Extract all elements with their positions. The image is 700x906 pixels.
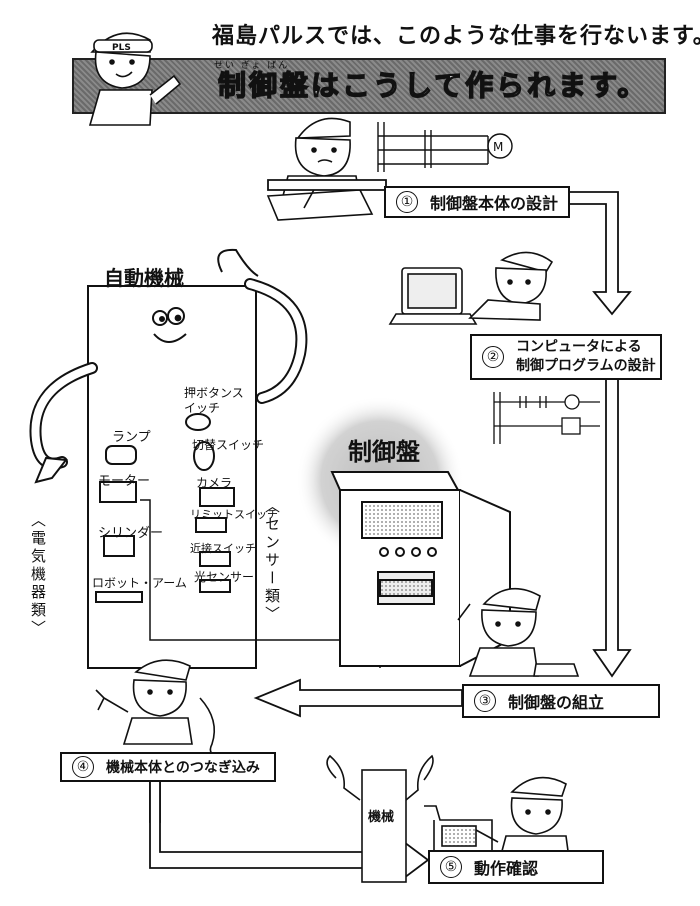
group-sensors: 〈センサー類〉 — [263, 498, 281, 624]
panel-title: 制御盤 — [348, 438, 420, 466]
banner-text: 制御盤はこうして作られます。 — [217, 68, 649, 102]
step-1-number: ① — [396, 191, 418, 213]
ladder-diagram-program — [493, 392, 600, 444]
step-4-box: ④ 機械本体とのつなぎ込み — [60, 752, 276, 782]
device-proximity-switch: 近接スイッチ — [190, 542, 256, 555]
group-electrical: 〈電気機器類〉 — [29, 512, 47, 638]
step-3-number: ③ — [474, 690, 496, 712]
step-2-label-line2: 制御プログラムの設計 — [516, 358, 656, 374]
ladder-diagram-top — [377, 122, 513, 172]
device-camera: カメラ — [196, 476, 233, 490]
designer-illustration — [266, 117, 374, 221]
device-push-button: 押ボタンスイッチ — [184, 386, 244, 415]
step-2-box: ② コンピュータによる 制御プログラムの設計 — [470, 334, 662, 380]
device-lamp: ランプ — [112, 430, 151, 445]
motor-symbol: M — [493, 140, 503, 154]
machine-body — [87, 285, 257, 669]
mascot-header — [88, 32, 182, 126]
device-robot-arm: ロボット・アーム — [92, 576, 187, 590]
mascot-cap-text: PLS — [112, 43, 131, 53]
computer-illustration — [388, 251, 554, 325]
connector-illustration — [95, 659, 223, 757]
step-5-box: ⑤ 動作確認 — [428, 850, 604, 884]
small-machine-label: 機械 — [368, 810, 395, 825]
device-selector-switch: 切替スイッチ — [192, 438, 265, 452]
step-4-label: 機械本体とのつなぎ込み — [106, 760, 260, 776]
assembler-illustration — [457, 587, 580, 677]
step-5-label: 動作確認 — [474, 859, 539, 878]
device-motor: モーター — [98, 474, 151, 489]
step-3-box: ③ 制御盤の組立 — [462, 684, 660, 718]
step-2-label-line1: コンピュータによる — [516, 339, 642, 355]
step-4-number: ④ — [72, 756, 94, 778]
flow-arrows — [149, 179, 632, 880]
step-2-number: ② — [482, 346, 504, 368]
small-machine — [361, 769, 407, 883]
machine-title: 自動機械 — [104, 266, 184, 290]
automatic-machine — [29, 248, 381, 669]
device-cylinder: シリンダー — [98, 526, 164, 541]
device-photo-sensor: 光センサー — [194, 570, 255, 584]
step-3-label: 制御盤の組立 — [508, 693, 605, 712]
step-1-box: ① 制御盤本体の設計 — [384, 186, 570, 218]
banner-ruby: せい ぎょ ばん — [214, 61, 290, 71]
control-panel — [330, 471, 511, 667]
step-5-number: ⑤ — [440, 856, 462, 878]
page-title: 福島パルスでは、このような仕事を行ないます。 — [212, 24, 700, 49]
device-limit-switch: リミットスイッチ — [190, 508, 278, 521]
step-1-label: 制御盤本体の設計 — [430, 194, 559, 213]
